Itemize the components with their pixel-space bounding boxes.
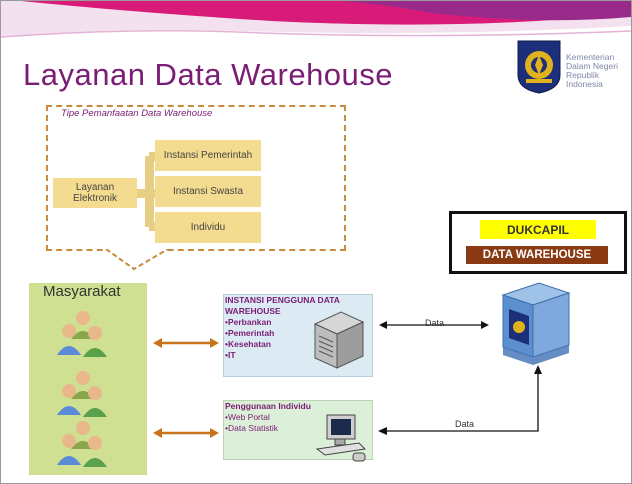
instansi-pemerintah-box: Instansi Pemerintah — [155, 140, 261, 171]
ministry-name: Kementerian Dalam Negeri Republik Indone… — [566, 52, 618, 89]
tipe-pemanfaatan-frame — [46, 105, 346, 251]
connector — [137, 189, 149, 198]
data-warehouse-label: DATA WAREHOUSE — [466, 246, 608, 264]
people-group-icon — [57, 371, 107, 417]
people-group-icon — [57, 311, 107, 357]
dukcapil-label: DUKCAPIL — [480, 220, 596, 239]
data-arrow-bottom — [378, 365, 542, 435]
instansi-swasta-box: Instansi Swasta — [155, 176, 261, 207]
callout-pointer — [105, 249, 169, 271]
data-label-bottom: Data — [455, 419, 475, 429]
individu-box: Individu — [155, 212, 261, 243]
data-warehouse-server-icon — [501, 282, 571, 365]
header-wave — [1, 1, 631, 38]
layanan-elektronik-box: Layanan Elektronik — [53, 178, 137, 208]
page-title: Layanan Data Warehouse — [23, 57, 394, 92]
ministry-logo-icon — [517, 40, 561, 94]
people-group-icon — [57, 421, 107, 467]
tipe-pemanfaatan-caption: Tipe Pemanfaatan Data Warehouse — [61, 108, 213, 119]
server-icon — [313, 311, 365, 369]
double-arrow-icon — [153, 338, 219, 348]
data-arrow-top — [379, 321, 489, 329]
penggunaan-individu-text: Penggunaan Individu •Web Portal •Data St… — [225, 401, 311, 433]
connector — [149, 189, 157, 198]
instansi-pengguna-text: INSTANSI PENGGUNA DATA WAREHOUSE •Perban… — [225, 295, 340, 360]
computer-icon — [315, 414, 367, 462]
data-label-top: Data — [425, 318, 445, 328]
masyarakat-title: Masyarakat — [43, 283, 121, 300]
connector — [149, 222, 157, 231]
double-arrow-icon — [153, 428, 219, 438]
connector — [149, 152, 157, 161]
